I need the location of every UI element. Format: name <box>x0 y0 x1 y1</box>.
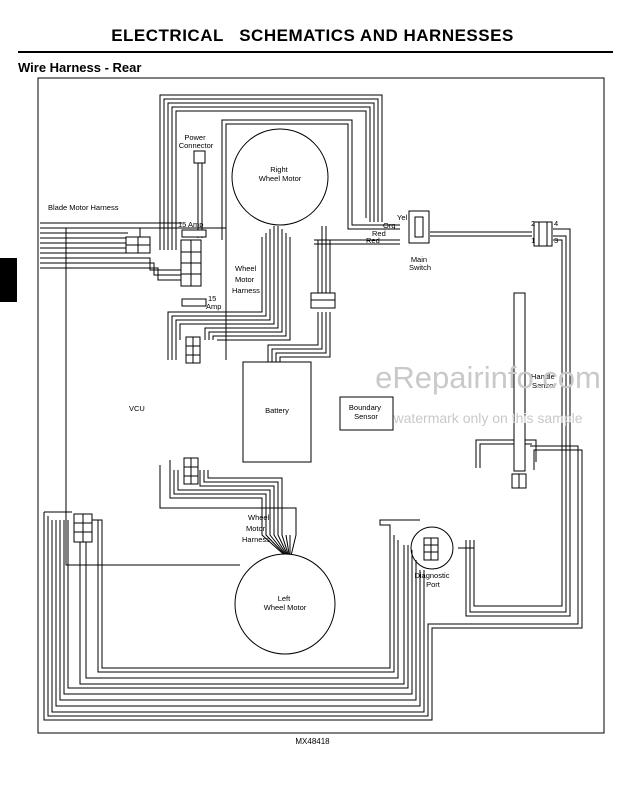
boundary-sensor <box>339 396 394 431</box>
wheel-motor-harness-top-label: Wheel Motor Harness <box>232 264 260 295</box>
left-wheel-motor-label: Left Wheel Motor <box>264 594 307 612</box>
fuse-bottom <box>181 298 207 307</box>
boundary-sensor-label: Boundary Sensor <box>349 403 383 421</box>
watermark-note: watermark only on this sample <box>392 410 582 426</box>
pin-3-label: 3 <box>554 236 558 245</box>
wire-red-1-label: Red <box>372 229 386 238</box>
pin-1-label: 1 <box>531 236 535 245</box>
handle-sensor <box>513 292 526 472</box>
fuse-top-label: 15 Amp <box>178 220 203 229</box>
main-switch-label: Main Switch <box>409 255 431 272</box>
power-connector <box>193 150 206 164</box>
wire-red-2-label: Red <box>366 236 380 245</box>
diagram-frame <box>37 77 605 734</box>
pin-2-label: 2 <box>531 219 535 228</box>
right-wheel-motor-label: Right Wheel Motor <box>259 165 302 183</box>
wire-yel-label: Yel <box>397 213 407 222</box>
power-connector-label: Power Connector <box>179 133 214 150</box>
handle-sensor-label: Handle Sensor <box>531 372 557 390</box>
fuse-bottom-label: 15 Amp <box>206 294 221 311</box>
page-side-tab <box>0 258 17 302</box>
watermark-site: eRepairinfo.com <box>375 360 601 395</box>
blade-motor-harness-label: Blade Motor Harness <box>48 203 119 212</box>
vcu-label: VCU <box>129 404 145 413</box>
battery <box>242 361 312 463</box>
title-divider <box>18 51 613 53</box>
fuse-top <box>181 229 207 238</box>
wire-org-label: Org <box>383 221 396 230</box>
pin-4-label: 4 <box>554 219 558 228</box>
diagnostic-port-label: Diagnostic Port <box>414 571 451 589</box>
section-title: Wire Harness - Rear <box>18 60 142 75</box>
connectors <box>73 210 553 561</box>
wire-bundles <box>40 94 583 721</box>
handle-connector <box>533 221 553 247</box>
left-wheel-motor <box>234 553 336 655</box>
diagnostic-port <box>410 526 454 570</box>
battery-label: Battery <box>265 406 289 415</box>
page-title: ELECTRICAL SCHEMATICS AND HARNESSES <box>111 26 514 45</box>
wheel-motor-harness-bottom-label: Wheel Motor Harness <box>242 513 271 544</box>
figure-id: MX48418 <box>295 737 330 746</box>
right-wheel-motor <box>231 128 329 226</box>
